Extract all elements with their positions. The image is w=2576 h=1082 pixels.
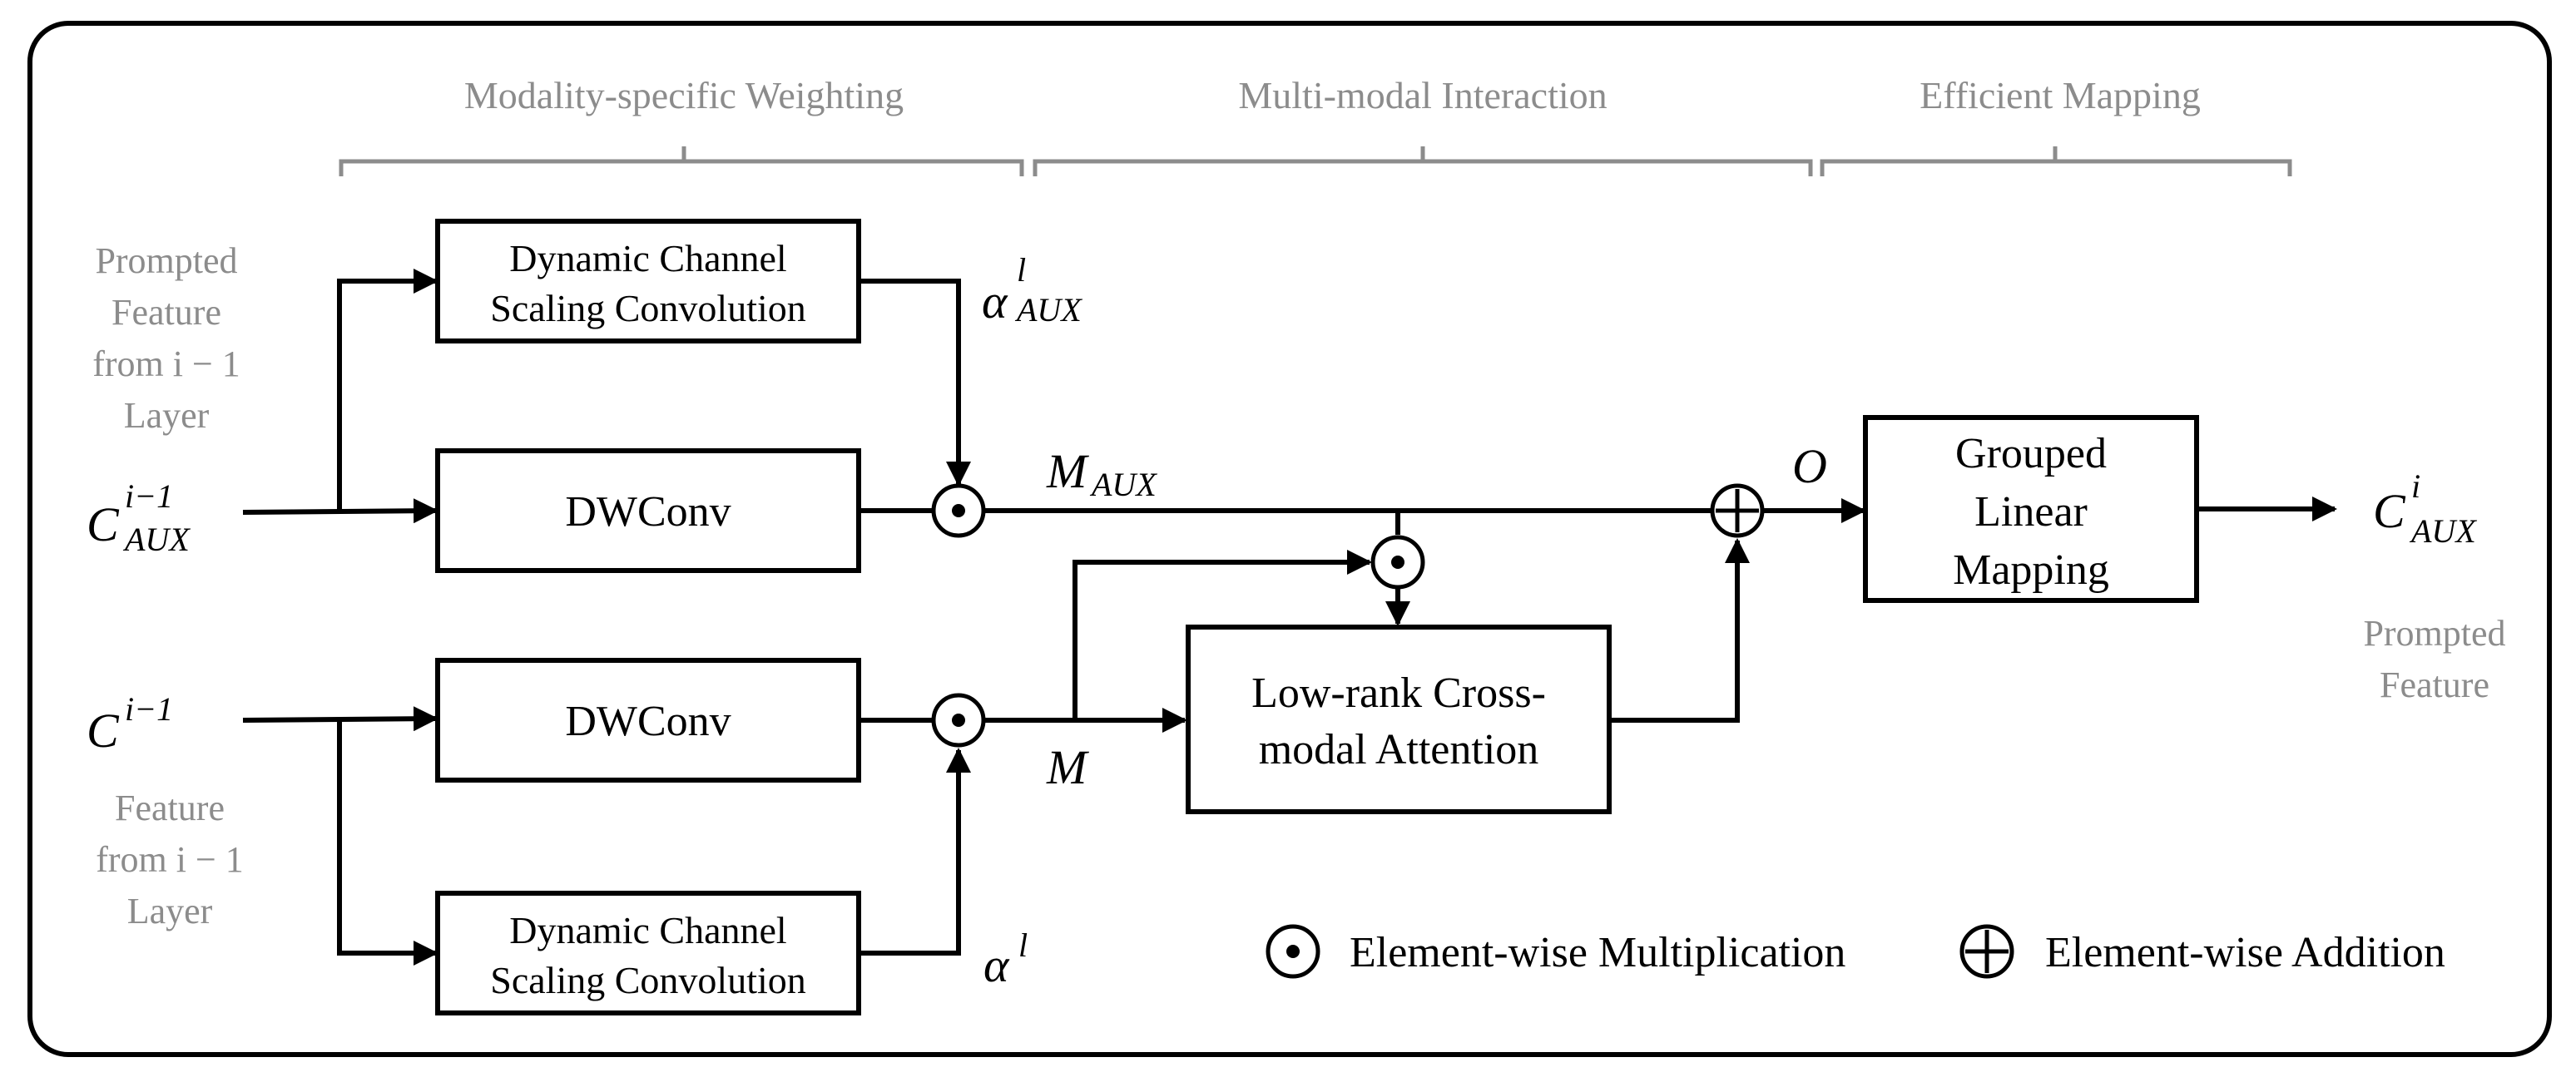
svg-text:AUX: AUX	[122, 521, 191, 558]
main-input-symbol: C i−1	[87, 690, 173, 758]
svg-text:M: M	[1046, 740, 1089, 794]
legend-multiply-icon	[1266, 924, 1320, 979]
o-symbol: O	[1792, 439, 1827, 493]
alpha-symbol: α l	[983, 926, 1028, 992]
svg-text:C: C	[2373, 484, 2406, 538]
wire-aux-branch	[337, 269, 438, 511]
svg-text:modal Attention: modal Attention	[1259, 726, 1539, 773]
legend-multiplication: Element-wise Multiplication	[1266, 924, 1845, 979]
svg-text:Prompted: Prompted	[2363, 613, 2505, 654]
multiply-op-bottom	[931, 693, 986, 748]
brace-interaction	[1033, 146, 1813, 176]
svg-text:Element-wise Multiplication: Element-wise Multiplication	[1350, 929, 1845, 976]
brace-mapping	[1820, 146, 2292, 176]
svg-text:Prompted: Prompted	[95, 240, 237, 281]
dwconv-top-box: DWConv	[435, 448, 861, 573]
wire-main-branch	[337, 720, 438, 966]
legend-add-icon	[1959, 924, 2014, 979]
svg-text:Grouped: Grouped	[1955, 430, 2107, 477]
svg-text:l: l	[1018, 926, 1028, 964]
svg-text:from i − 1: from i − 1	[96, 839, 244, 880]
section-title-mapping: Efficient Mapping	[1920, 74, 2201, 116]
svg-text:Mapping: Mapping	[1953, 546, 2109, 594]
wire-alpha	[859, 748, 971, 956]
multiply-op-top	[931, 483, 986, 538]
dcsc-top-box: Dynamic Channel Scaling Convolution	[435, 219, 861, 343]
svg-text:M: M	[1046, 444, 1089, 498]
svg-text:Element-wise Addition: Element-wise Addition	[2045, 929, 2445, 976]
aux-input-note: Prompted Feature from i − 1 Layer	[92, 240, 240, 436]
svg-text:Layer: Layer	[127, 891, 213, 931]
wire-alpha-aux	[859, 279, 971, 487]
svg-text:C: C	[87, 704, 120, 758]
aux-input-symbol: C i−1 AUX	[87, 477, 191, 558]
add-op	[1710, 483, 1765, 538]
svg-text:i−1: i−1	[125, 477, 173, 515]
dcsc-bottom-box: Dynamic Channel Scaling Convolution	[435, 891, 861, 1015]
svg-text:AUX: AUX	[1014, 291, 1082, 329]
section-title-weighting: Modality-specific Weighting	[464, 74, 904, 116]
svg-text:from i − 1: from i − 1	[92, 343, 240, 384]
main-input-note: Feature from i − 1 Layer	[96, 788, 244, 931]
lrca-box: Low-rank Cross- modal Attention	[1186, 625, 1612, 814]
output-symbol: C i AUX	[2373, 467, 2477, 550]
svg-text:AUX: AUX	[2409, 512, 2477, 550]
svg-text:C: C	[87, 497, 120, 551]
legend-addition: Element-wise Addition	[1959, 924, 2445, 979]
m-aux-symbol: M AUX	[1046, 444, 1157, 503]
wire-aux-input	[242, 498, 438, 524]
svg-text:α: α	[983, 938, 1010, 992]
alpha-aux-symbol: α l AUX	[982, 251, 1082, 329]
svg-text:Scaling Convolution: Scaling Convolution	[490, 959, 806, 1001]
outer-frame	[27, 21, 2552, 1057]
svg-text:Dynamic Channel: Dynamic Channel	[509, 237, 786, 279]
svg-text:Scaling Convolution: Scaling Convolution	[490, 287, 806, 329]
svg-text:DWConv: DWConv	[565, 488, 731, 536]
svg-text:DWConv: DWConv	[565, 698, 731, 745]
wire-lrca-out	[1611, 538, 1750, 723]
brace-weighting	[339, 146, 1024, 176]
svg-text:Feature: Feature	[111, 292, 221, 333]
svg-text:O: O	[1792, 439, 1827, 493]
multiply-op-interaction	[1370, 535, 1425, 590]
wire-m-branch	[1073, 550, 1372, 720]
svg-text:Dynamic Channel: Dynamic Channel	[509, 909, 786, 951]
output-note: Prompted Feature	[2363, 613, 2505, 705]
svg-text:AUX: AUX	[1089, 466, 1157, 503]
m-symbol: M	[1046, 740, 1089, 794]
wire-main-input	[242, 706, 438, 732]
svg-text:i−1: i−1	[125, 690, 173, 728]
dwconv-bottom-box: DWConv	[435, 658, 861, 783]
svg-text:Low-rank Cross-: Low-rank Cross-	[1251, 669, 1546, 717]
svg-text:Layer: Layer	[124, 395, 210, 436]
section-title-interaction: Multi-modal Interaction	[1238, 74, 1607, 116]
svg-text:Feature: Feature	[2380, 665, 2489, 705]
svg-text:Feature: Feature	[115, 788, 225, 828]
svg-text:l: l	[1017, 251, 1026, 289]
svg-text:α: α	[982, 274, 1008, 329]
svg-text:i: i	[2411, 467, 2420, 505]
svg-text:Linear: Linear	[1974, 488, 2088, 536]
glm-box: Grouped Linear Mapping	[1863, 415, 2199, 603]
